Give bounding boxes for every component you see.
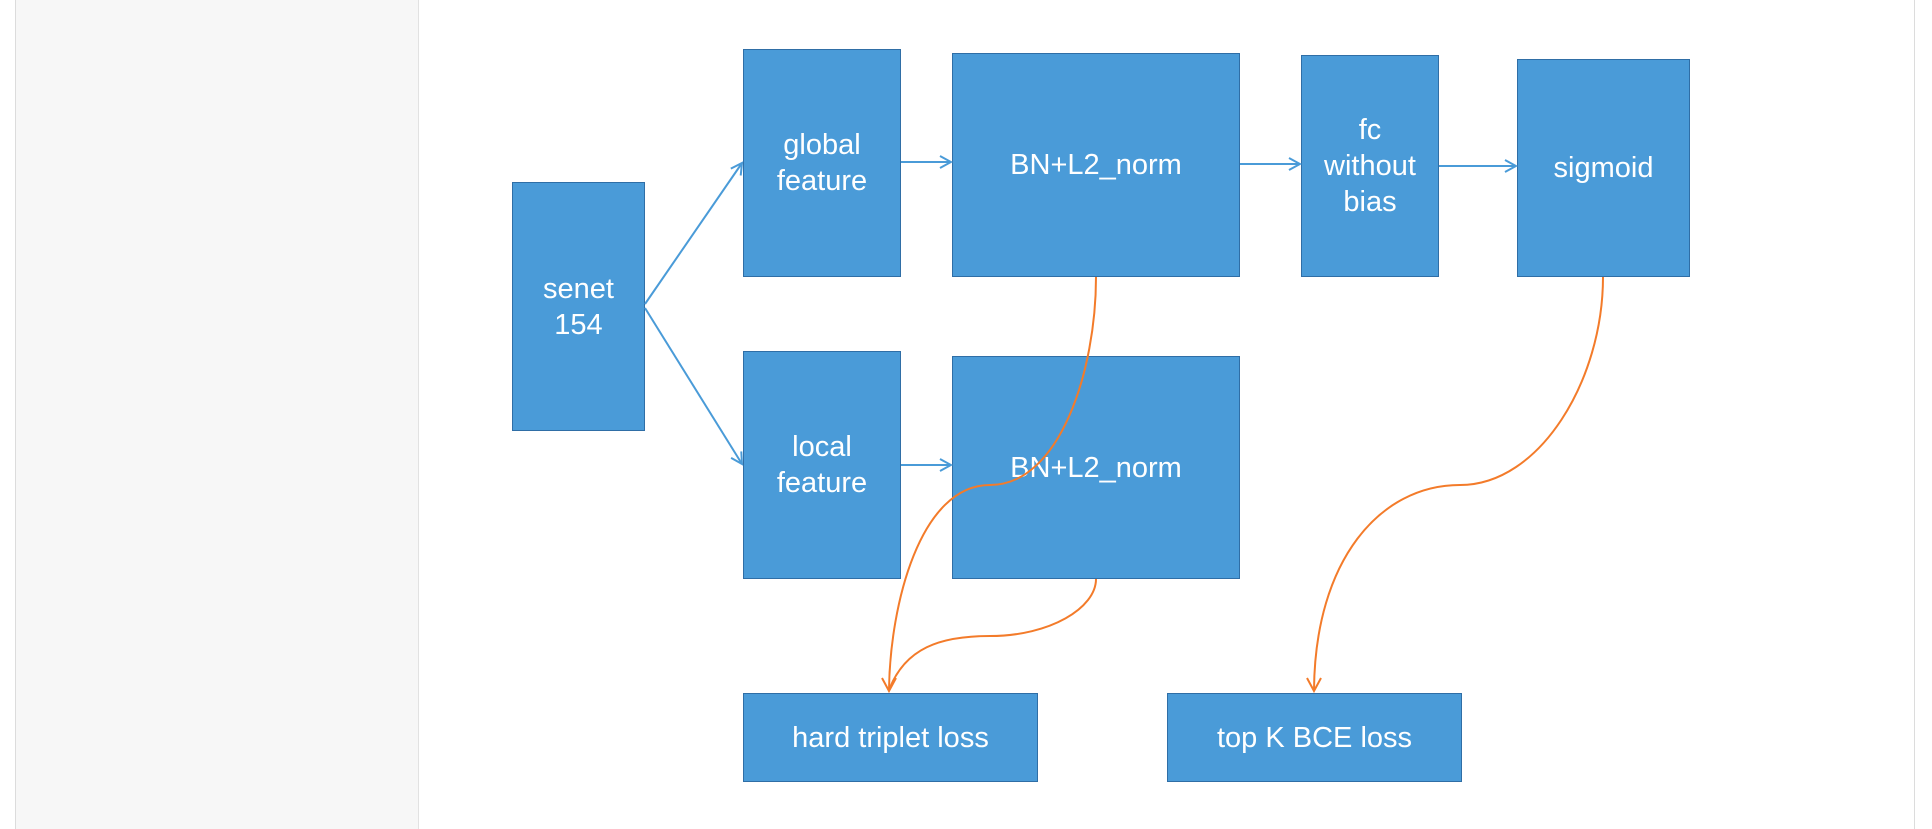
edge-bn-local-to-hard-triplet-loss: [888, 578, 1097, 691]
bn-l2-norm-local-node: BN+L2_norm: [952, 356, 1240, 579]
edge-sigmoid-to-top-k-bce-loss: [1313, 276, 1604, 691]
bn-l2-norm-global-node: BN+L2_norm: [952, 53, 1240, 277]
top-k-bce-loss-node: top K BCE loss: [1167, 693, 1462, 782]
hard-triplet-loss-arrowhead: [881, 677, 897, 694]
senet-154-node: senet 154: [512, 182, 645, 431]
top-k-bce-loss-arrowhead: [1306, 677, 1322, 694]
local-feature-node: local feature: [743, 351, 901, 579]
global-feature-node: global feature: [743, 49, 901, 277]
edge-bn-global-to-hard-triplet-loss: [888, 276, 1097, 691]
edge-senet-to-global-feature: [644, 163, 742, 305]
fc-without-bias-node: fc without bias: [1301, 55, 1439, 277]
hard-triplet-loss-node: hard triplet loss: [743, 693, 1038, 782]
sigmoid-node: sigmoid: [1517, 59, 1690, 277]
edge-senet-to-local-feature: [644, 307, 742, 464]
left-sidebar: [16, 0, 419, 829]
